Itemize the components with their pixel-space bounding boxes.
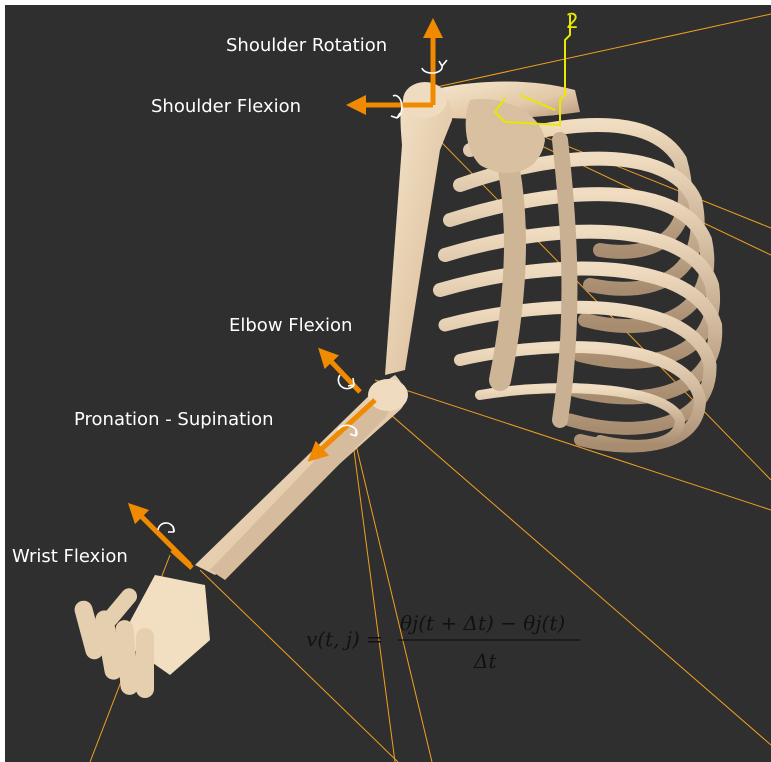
formula-denominator: Δt — [473, 649, 497, 673]
marker-label: 2 — [566, 9, 579, 33]
shoulder-flexion-label: Shoulder Flexion — [151, 96, 301, 117]
formula-numerator: θj(t + Δt) − θj(t) — [400, 611, 565, 635]
elbow-flexion-label: Elbow Flexion — [229, 315, 352, 336]
wrist-flexion-label: Wrist Flexion — [12, 546, 128, 567]
shoulder-rotation-label: Shoulder Rotation — [226, 35, 387, 56]
formula-lhs: v(t, j) = — [306, 627, 383, 651]
pronation-supination-label: Pronation - Supination — [74, 409, 274, 430]
